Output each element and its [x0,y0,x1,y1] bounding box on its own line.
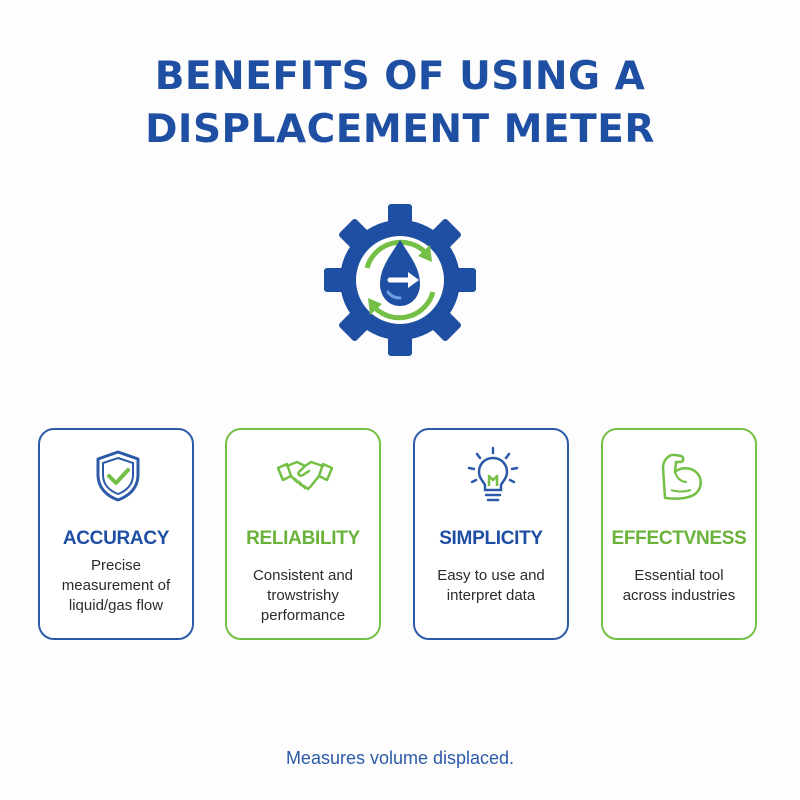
benefit-card-simplicity: SIMPLICITY Easy to use and interpret dat… [413,428,569,640]
card-description: Precise measurement of liquid/gas flow [46,556,186,616]
shield-check-icon [96,450,140,502]
card-description-line: Easy to use and [437,567,545,584]
benefit-card-reliability: RELIABILITY Consistent and trowstrishy p… [225,428,381,640]
card-description-line: across industries [622,587,736,604]
card-description: Essential tool across industries [609,566,749,606]
card-description: Consistent and trowstrishy performance [233,566,373,626]
card-description-line: Essential tool [634,567,724,584]
gear-water-drop-icon [324,204,476,356]
handshake-icon [276,460,334,491]
card-description-line: performance [260,607,346,624]
card-description-line: Precise [90,557,142,574]
page-title: BENEFITS OF USING A DISPLACEMENT METER [0,50,800,156]
flexed-arm-icon [661,453,702,500]
card-description-line: measurement of [61,577,171,594]
benefit-card-accuracy: ACCURACY Precise measurement of liquid/g… [38,428,194,640]
lightbulb-icon [467,446,519,502]
card-description-line: Consistent and [252,567,354,584]
card-title: EFFECTVNESS [611,528,747,549]
page-title-line-1: BENEFITS OF USING A [154,54,646,99]
card-title: ACCURACY [62,528,170,549]
card-title: RELIABILITY [246,528,360,549]
footer-caption: Measures volume displaced. [285,748,515,768]
card-description-line: trowstrishy [267,587,339,604]
card-description-line: liquid/gas flow [68,597,164,614]
benefit-card-effectiveness: EFFECTVNESS Essential tool across indust… [601,428,757,640]
page-title-line-2: DISPLACEMENT METER [145,107,655,152]
card-description-line: interpret data [446,587,536,604]
card-title: SIMPLICITY [439,528,543,549]
card-description: Easy to use and interpret data [421,566,561,606]
